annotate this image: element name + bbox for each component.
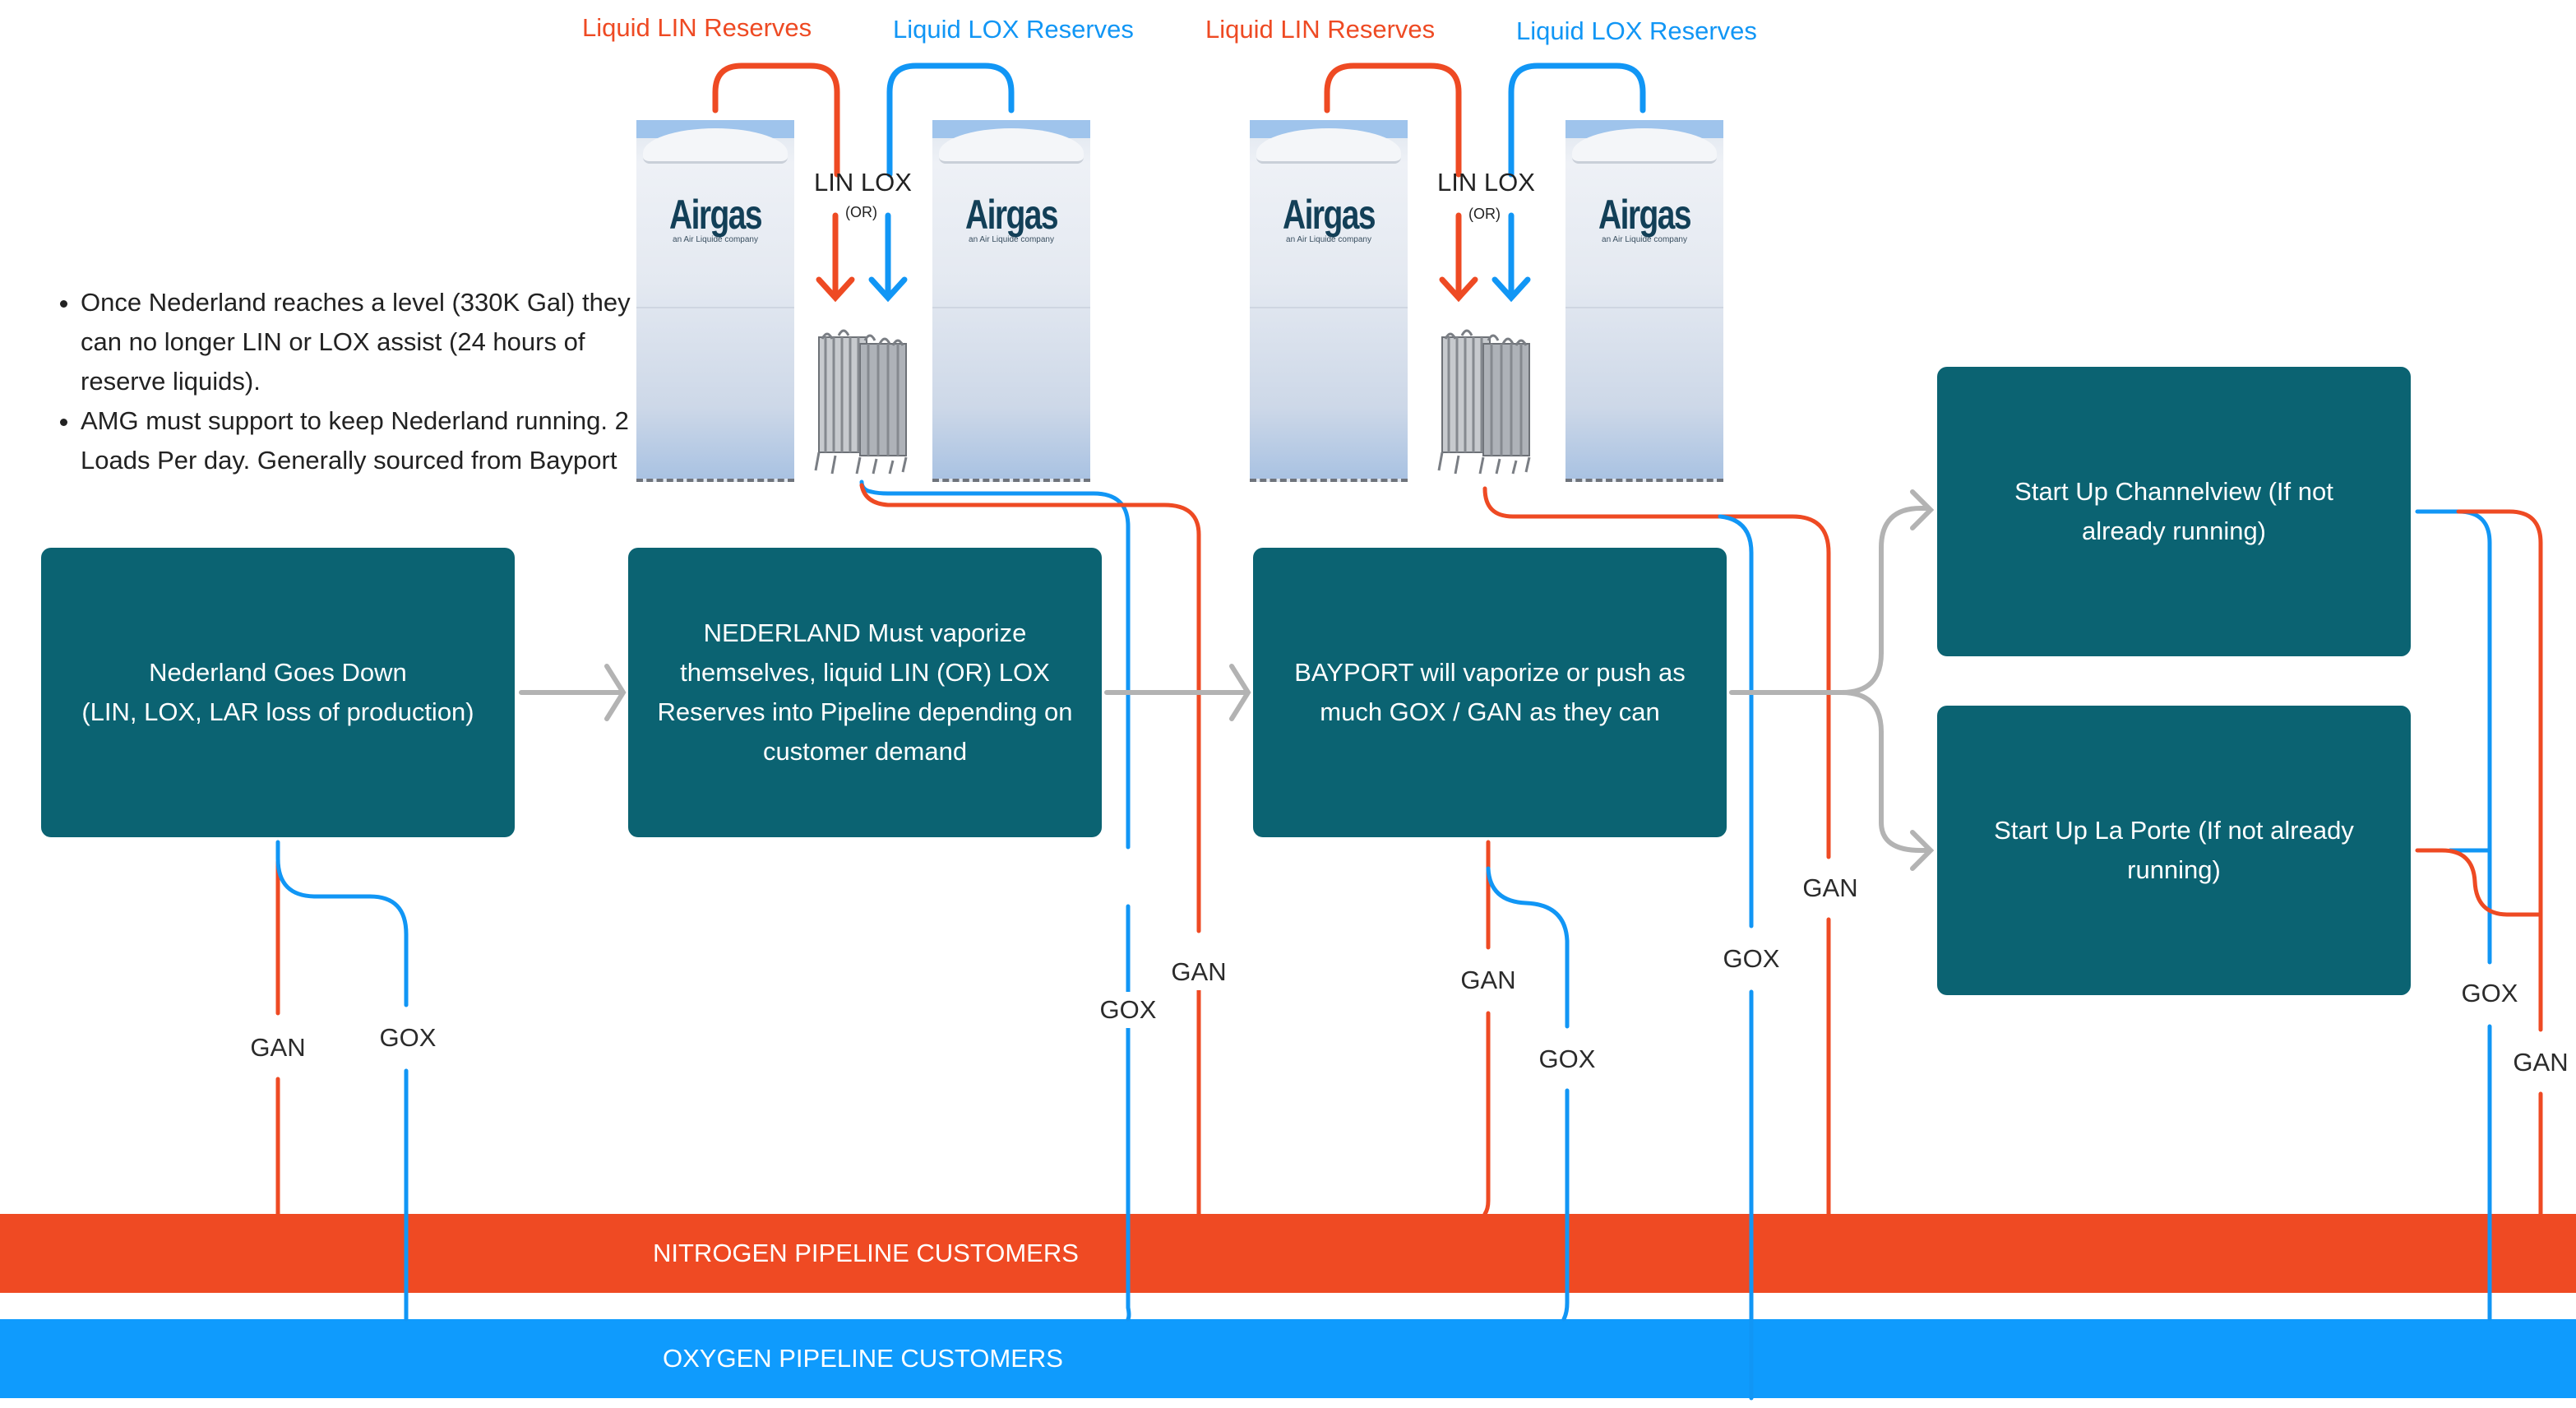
or-label: (OR) bbox=[845, 204, 877, 220]
step-laporte[interactable]: Start Up La Porte (If not already runnin… bbox=[1937, 706, 2411, 995]
or-label: (OR) bbox=[1468, 206, 1501, 222]
lin-reserves-label: Liquid LIN Reserves bbox=[582, 13, 812, 42]
nitrogen-pipeline-label: NITROGEN PIPELINE CUSTOMERS bbox=[653, 1239, 1079, 1267]
gox-label: GOX bbox=[1093, 992, 1163, 1028]
lin-down-arrow bbox=[1439, 212, 1478, 303]
gan-line-bayport-vaporizer bbox=[1482, 486, 1831, 1216]
flow-arrow-2 bbox=[1104, 664, 1251, 721]
lin-reserve-loop bbox=[1324, 63, 1462, 178]
gan-line-nederland-vaporizer bbox=[859, 483, 1201, 1216]
gox-line-bayport bbox=[1486, 866, 1570, 1322]
notes-list: Once Nederland reaches a level (330K Gal… bbox=[48, 283, 673, 480]
flow-arrow-branch-2 bbox=[1839, 690, 1935, 871]
gan-label: GAN bbox=[1164, 954, 1233, 990]
airgas-logo: Airgas bbox=[1282, 192, 1376, 238]
lin-reserve-loop bbox=[712, 63, 840, 178]
step-text: NEDERLAND Must vaporize themselves, liqu… bbox=[657, 618, 1073, 766]
step-channelview[interactable]: Start Up Channelview (If not already run… bbox=[1937, 367, 2411, 656]
gox-line-nederland bbox=[275, 840, 409, 1322]
lox-down-arrow bbox=[868, 212, 908, 303]
oxygen-pipeline-bar: OXYGEN PIPELINE CUSTOMERS bbox=[0, 1319, 2576, 1398]
gox-label: GOX bbox=[1532, 1041, 1602, 1077]
lin-tank-bayport: Airgas an Air Liquide company bbox=[1250, 120, 1408, 482]
gan-line-channelview bbox=[2456, 509, 2543, 1216]
lox-tank-bayport: Airgas an Air Liquide company bbox=[1565, 120, 1723, 482]
lox-reserve-loop bbox=[886, 63, 1015, 178]
gox-line-bayport-vaporizer bbox=[1718, 514, 1754, 1401]
gox-label: GOX bbox=[2454, 975, 2525, 1012]
gan-label: GAN bbox=[243, 1030, 312, 1066]
lox-tank-nederland: Airgas an Air Liquide company bbox=[932, 120, 1090, 482]
step-bayport[interactable]: BAYPORT will vaporize or push as much GO… bbox=[1253, 548, 1727, 837]
lox-reserve-loop bbox=[1508, 63, 1646, 178]
gan-line-bayport bbox=[1482, 840, 1491, 1216]
airgas-tagline: an Air Liquide company bbox=[673, 235, 758, 244]
gox-label: GOX bbox=[1716, 941, 1787, 977]
lox-reserves-label: Liquid LOX Reserves bbox=[893, 15, 1134, 44]
airgas-tagline: an Air Liquide company bbox=[1286, 235, 1371, 244]
step-text: Nederland Goes Down (LIN, LOX, LAR loss … bbox=[81, 658, 474, 726]
vaporizer-icon bbox=[1437, 329, 1531, 475]
step-nederland-vaporize[interactable]: NEDERLAND Must vaporize themselves, liqu… bbox=[628, 548, 1102, 837]
step-text: Start Up La Porte (If not already runnin… bbox=[1994, 816, 2354, 884]
lox-reserves-label: Liquid LOX Reserves bbox=[1516, 16, 1757, 45]
gan-label: GAN bbox=[1454, 962, 1523, 998]
gan-label: GAN bbox=[1796, 870, 1865, 906]
note-item: AMG must support to keep Nederland runni… bbox=[81, 401, 673, 480]
lin-tank-nederland: Airgas an Air Liquide company bbox=[636, 120, 794, 482]
gan-label: GAN bbox=[2506, 1044, 2575, 1081]
airgas-logo: Airgas bbox=[964, 192, 1059, 238]
lin-down-arrow bbox=[816, 212, 855, 303]
airgas-logo: Airgas bbox=[1598, 192, 1692, 238]
gox-label: GOX bbox=[372, 1020, 443, 1056]
lin-lox-label: LIN LOX bbox=[1437, 168, 1535, 197]
vaporizer-icon bbox=[814, 329, 908, 475]
oxygen-pipeline-label: OXYGEN PIPELINE CUSTOMERS bbox=[663, 1344, 1063, 1373]
step-nederland-goes-down[interactable]: Nederland Goes Down (LIN, LOX, LAR loss … bbox=[41, 548, 515, 837]
note-item: Once Nederland reaches a level (330K Gal… bbox=[81, 283, 673, 401]
flow-arrow-branch bbox=[1729, 489, 1935, 695]
airgas-tagline: an Air Liquide company bbox=[1602, 235, 1687, 244]
airgas-logo: Airgas bbox=[668, 192, 763, 238]
lin-lox-label: LIN LOX bbox=[814, 168, 912, 197]
step-text: Start Up Channelview (If not already run… bbox=[2014, 477, 2333, 545]
nitrogen-pipeline-bar: NITROGEN PIPELINE CUSTOMERS bbox=[0, 1214, 2576, 1293]
lox-down-arrow bbox=[1491, 212, 1531, 303]
lin-reserves-label: Liquid LIN Reserves bbox=[1205, 15, 1436, 44]
flow-arrow-1 bbox=[519, 664, 627, 721]
gan-line-laporte bbox=[2415, 848, 2543, 917]
step-text: BAYPORT will vaporize or push as much GO… bbox=[1294, 658, 1686, 726]
airgas-tagline: an Air Liquide company bbox=[969, 235, 1054, 244]
gox-line-channelview bbox=[2415, 509, 2492, 1322]
